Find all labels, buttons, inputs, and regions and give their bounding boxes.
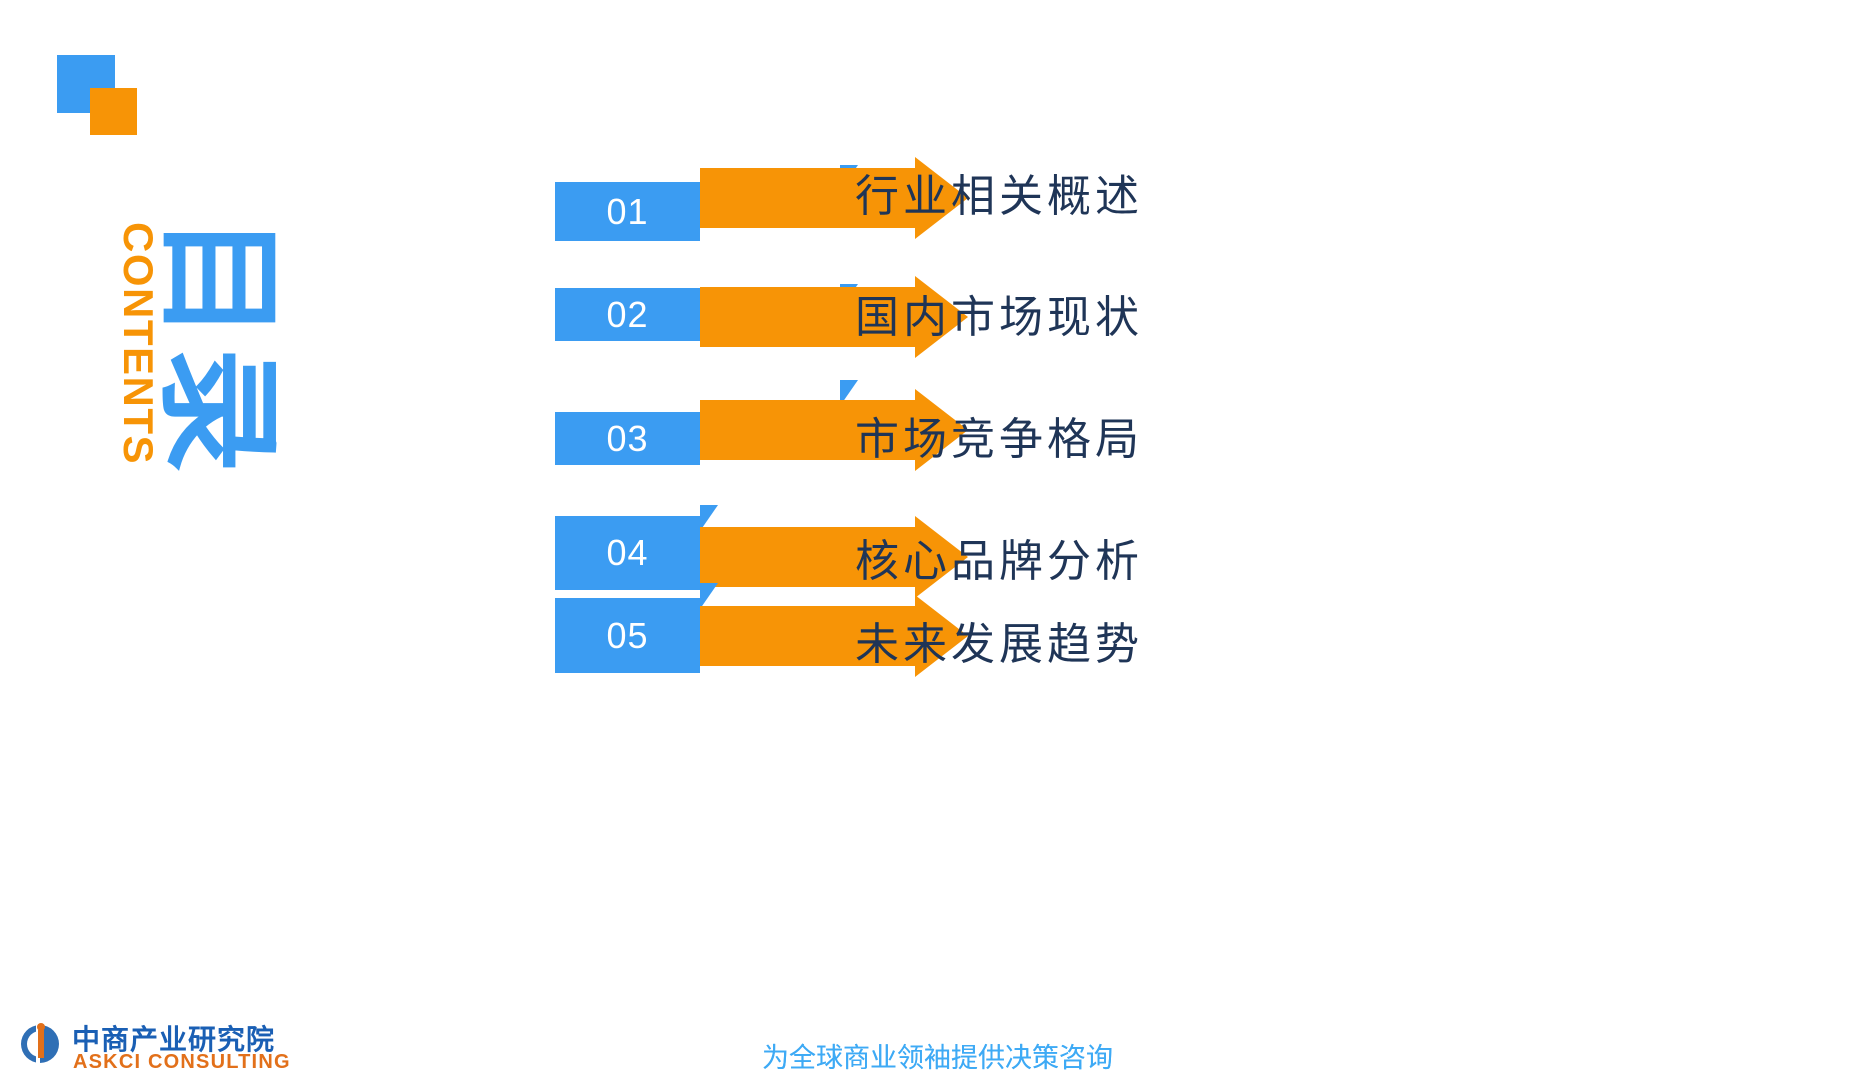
toc-number-3: 03 bbox=[606, 417, 649, 459]
toc-number-box-1[interactable]: 01 bbox=[555, 182, 700, 241]
blue-triangle-accent-5 bbox=[700, 583, 718, 609]
decorative-square-mark bbox=[57, 55, 147, 140]
toc-title-5[interactable]: 未来发展趋势 bbox=[855, 619, 1143, 670]
blue-triangle-accent-3 bbox=[840, 380, 858, 406]
toc-title-3[interactable]: 市场竞争格局 bbox=[855, 414, 1143, 465]
toc-number-box-3[interactable]: 03 bbox=[555, 412, 700, 465]
toc-number-box-5[interactable]: 05 bbox=[555, 598, 700, 673]
toc-title-2[interactable]: 国内市场现状 bbox=[855, 292, 1143, 343]
toc-number-2: 02 bbox=[606, 293, 649, 335]
mulu-vertical-heading: 目录 bbox=[148, 215, 289, 479]
toc-number-box-4[interactable]: 04 bbox=[555, 516, 700, 590]
orange-square-icon bbox=[90, 88, 137, 135]
footer-tagline: 为全球商业领袖提供决策咨询 为全球商业领袖提供决策咨询 bbox=[0, 1036, 1875, 1075]
toc-number-4: 04 bbox=[606, 532, 649, 573]
footer-tagline-overlay: 为全球商业领袖提供决策咨询 bbox=[762, 1043, 1113, 1074]
toc-number-box-2[interactable]: 02 bbox=[555, 288, 700, 341]
orange-arrow-4 bbox=[700, 516, 968, 598]
toc-number-5: 05 bbox=[606, 614, 649, 656]
blue-triangle-accent-4 bbox=[700, 505, 718, 531]
askci-badge-icon bbox=[21, 1022, 62, 1066]
orange-arrow-1 bbox=[700, 157, 968, 239]
toc-title-1[interactable]: 行业相关概述 bbox=[855, 171, 1143, 222]
orange-arrow-2 bbox=[700, 276, 968, 358]
toc-title-4[interactable]: 核心品牌分析 bbox=[855, 536, 1143, 587]
orange-arrow-3 bbox=[700, 389, 968, 471]
orange-arrow-5 bbox=[700, 595, 968, 677]
askci-logo-cn: 中商产业研究院 bbox=[72, 1024, 276, 1055]
footer-tagline-text: 为全球商业领袖提供决策咨询 bbox=[762, 1043, 1113, 1074]
askci-logo-en: ASKCI CONSULTING bbox=[73, 1051, 291, 1073]
toc-number-1: 01 bbox=[606, 190, 649, 232]
askci-logo: 中商产业研究院 ASKCI CONSULTING bbox=[18, 1018, 290, 1078]
